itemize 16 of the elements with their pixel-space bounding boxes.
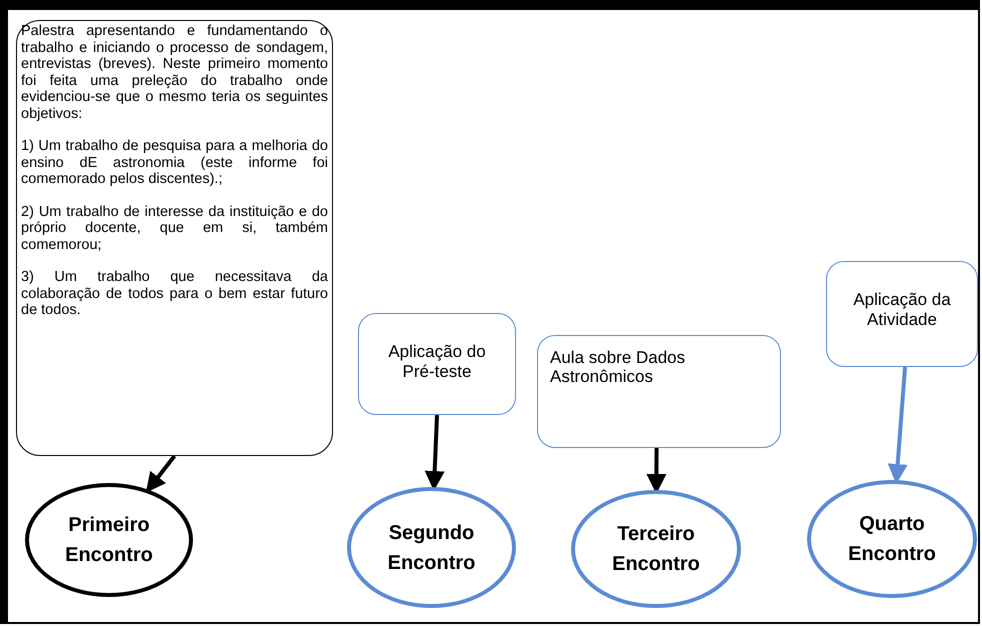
meeting-title: Terceiro Encontro [611, 522, 701, 577]
description-text: Aula sobre Dados Astronômicos [550, 348, 686, 386]
meeting-title: Primeiro Encontro [64, 513, 154, 568]
text-box [537, 335, 781, 448]
description-text: Palestra apresentando e fundamentando o trabalho e iniciando o processo de sondagem, entrevistas (breves). Neste primeiro momento foi feita uma preleção do trabalho onde evidenciou-se que o mesmo teria os seguintes objetivos: [21, 23, 328, 122]
text-box [826, 261, 978, 367]
description-text: 1) Um trabalho de pesquisa para a melhoria do ensino dE astronomia (este informe foi comemorado pelos discentes).; [21, 138, 328, 188]
text-box [16, 20, 333, 456]
description-text: 2) Um trabalho de interesse da instituição e do próprio docente, que em si, também comemorou; [21, 204, 328, 253]
description-text: Aplicação do Pré-teste [387, 342, 487, 382]
text-box [358, 313, 516, 415]
meeting-title: Quarto Encontro [847, 512, 937, 567]
arrow [146, 454, 176, 493]
meeting-title: Segundo Encontro [386, 520, 476, 576]
description-text: 3) Um trabalho que necessitava da colaboração de todos para o bem estar futuro de todos. [21, 269, 328, 318]
description-text: Aplicação da Atividade [852, 290, 952, 330]
